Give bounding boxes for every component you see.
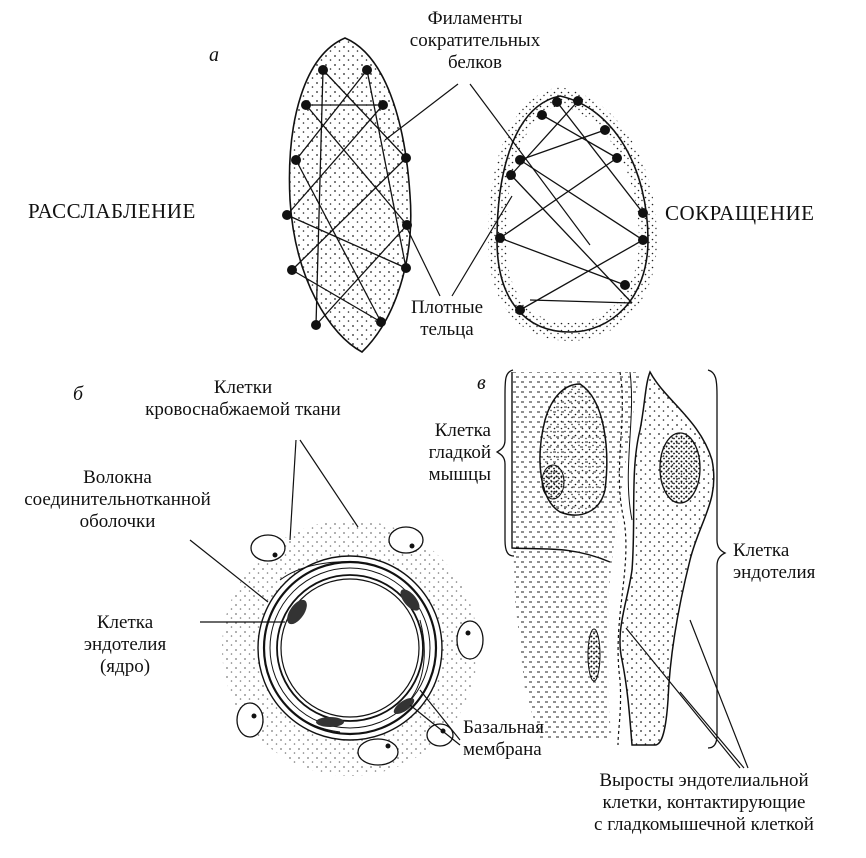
smooth-muscle-cell-label: Клетка гладкой мышцы	[398, 420, 491, 486]
smooth-muscle-line3: мышцы	[428, 464, 491, 485]
endothelium-bracket	[707, 369, 727, 749]
smooth-muscle-line2: гладкой	[428, 442, 491, 463]
relaxed-cell	[282, 37, 412, 353]
fibers-line2: соединительнотканной	[24, 489, 211, 510]
filaments-label-line3: белков	[447, 52, 503, 73]
panel-c-letter: в	[477, 372, 486, 394]
basal-membrane-line2: мембрана	[463, 739, 542, 760]
filaments-label-line1: Филаменты	[427, 8, 523, 29]
capillary-cross-section	[222, 520, 484, 776]
relaxed-filaments	[286, 69, 408, 326]
relaxation-label: РАССЛАБЛЕНИЕ	[28, 199, 196, 223]
tissue-cells-label: Клетки кровоснабжаемой ткани	[128, 377, 358, 421]
panel-c-drawing	[495, 369, 727, 749]
panel-a-letter: а	[209, 44, 219, 66]
endothelium-nucleus-label: Клетка эндотелия (ядро)	[65, 612, 185, 678]
smooth-muscle-line1: Клетка	[434, 420, 491, 441]
tissue-cells-line2: кровоснабжаемой ткани	[145, 399, 341, 420]
contracted-dense-bodies	[495, 96, 648, 315]
outgrowths-line3: с гладкомышечной клеткой	[594, 814, 814, 835]
filaments-label: Филаменты сократительных белков	[385, 8, 565, 74]
tissue-cells-line1: Клетки	[213, 377, 273, 398]
panel-a-pointers	[384, 83, 591, 297]
fibers-line1: Волокна	[83, 467, 152, 488]
fibers-line3: оболочки	[79, 511, 156, 532]
fibers-label: Волокна соединительнотканной оболочки	[15, 467, 220, 533]
contraction-label: СОКРАЩЕНИЕ	[665, 201, 815, 225]
contracted-filaments	[499, 100, 644, 311]
smooth-muscle-bracket	[495, 369, 515, 557]
panel-b-letter: б	[73, 383, 84, 405]
endothelium-nucleus-line3: (ядро)	[99, 656, 151, 677]
relaxed-dense-bodies	[282, 65, 412, 330]
panel-c-pointers	[625, 619, 749, 769]
outgrowths-line1: Выросты эндотелиальной	[599, 770, 809, 791]
endothelial-cell-line1: Клетка	[733, 540, 790, 561]
filaments-label-line2: сократительных	[409, 30, 541, 51]
contracted-cell	[487, 86, 658, 342]
outgrowths-line2: клетки, контактирующие	[602, 792, 806, 813]
dense-bodies-line1: Плотные	[410, 297, 484, 318]
outgrowths-label: Выросты эндотелиальной клетки, контактир…	[548, 770, 860, 836]
basal-membrane-line1: Базальная	[463, 717, 544, 738]
endothelium-nucleus-line2: эндотелия	[83, 634, 167, 655]
basal-membrane-label: Базальная мембрана	[463, 717, 544, 761]
endothelium-nucleus-line1: Клетка	[96, 612, 154, 633]
panel-b-pointers	[189, 439, 461, 746]
endothelial-cell-line2: эндотелия	[733, 562, 816, 583]
endothelial-cell-label: Клетка эндотелия	[733, 540, 815, 584]
dense-bodies-line2: тельца	[420, 319, 474, 340]
dense-bodies-label: Плотные тельца	[392, 297, 502, 341]
